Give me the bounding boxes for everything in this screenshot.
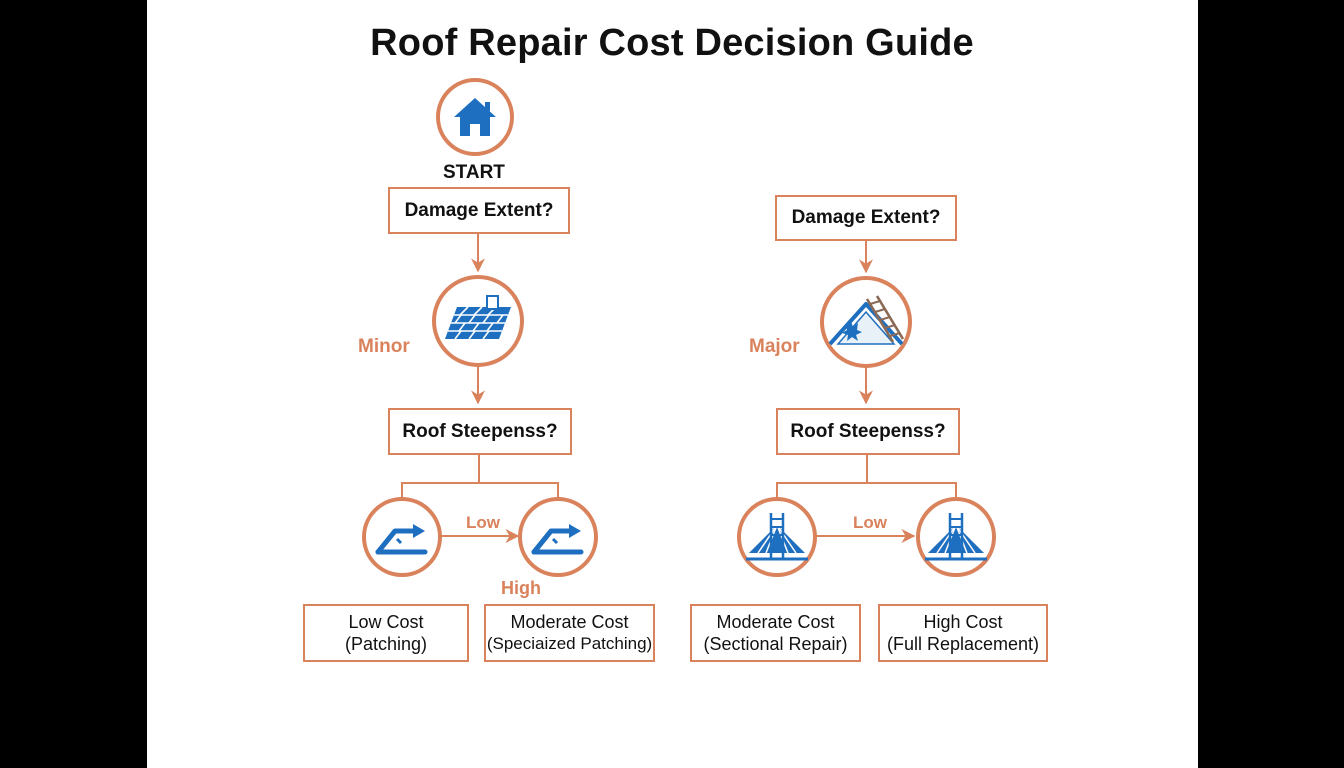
edge-left-q2-split-right	[479, 482, 559, 498]
outcome-title: High Cost	[923, 612, 1003, 632]
left-low-node	[362, 497, 442, 577]
outcome-detail: (Full Replacement)	[886, 634, 1040, 654]
roof-shingles-icon	[445, 295, 511, 340]
outcome-title: Moderate Cost	[510, 612, 629, 632]
left-high-label: High	[501, 578, 541, 598]
left-outcome-moderate-cost: Moderate Cost (Speciaized Patching)	[484, 604, 655, 662]
right-roof-steepness-label: Roof Steepenss?	[790, 420, 946, 442]
page-title: Roof Repair Cost Decision Guide	[370, 22, 974, 64]
outcome-title: Low Cost	[348, 612, 424, 632]
outcome-detail: (Patching)	[344, 634, 428, 654]
roof-ladder-icon	[746, 513, 808, 561]
edge-right-q2-split-right	[867, 482, 957, 498]
right-roof-steepness-box: Roof Steepenss?	[776, 408, 960, 455]
left-damage-extent-label: Damage Extent?	[404, 199, 554, 221]
right-outcome-high-cost: High Cost (Full Replacement)	[878, 604, 1048, 662]
major-node	[820, 276, 912, 368]
right-damage-extent-box: Damage Extent?	[775, 195, 957, 241]
edge-left-q2-split	[401, 455, 480, 498]
left-roof-steepness-box: Roof Steepenss?	[388, 408, 572, 455]
damaged-roof-ladder-icon	[828, 295, 905, 346]
left-outcome-low-cost: Low Cost (Patching)	[303, 604, 469, 662]
low-slope-roof-icon	[375, 524, 428, 555]
minor-node	[432, 275, 524, 367]
right-damage-extent-label: Damage Extent?	[791, 207, 941, 228]
left-damage-extent-box: Damage Extent?	[388, 187, 570, 234]
left-high-node	[518, 497, 598, 577]
major-branch-label: Major	[749, 336, 800, 357]
low-slope-roof-icon	[531, 524, 584, 555]
right-outcome-moderate-cost: Moderate Cost (Sectional Repair)	[690, 604, 861, 662]
minor-branch-label: Minor	[358, 336, 410, 357]
right-low-node	[737, 497, 817, 577]
left-low-arrow-label: Low	[466, 513, 500, 532]
roof-ladder-icon	[925, 513, 987, 561]
outcome-title: Moderate Cost	[716, 612, 835, 632]
start-label: START	[443, 162, 505, 183]
left-roof-steepness-label: Roof Steepenss?	[402, 420, 558, 442]
start-node	[436, 78, 514, 156]
house-icon	[454, 98, 496, 136]
right-low-arrow-label: Low	[853, 513, 887, 532]
right-high-node	[916, 497, 996, 577]
outcome-detail: (Speciaized Patching)	[486, 634, 653, 653]
edge-right-q2-split	[776, 455, 868, 498]
outcome-detail: (Sectional Repair)	[703, 634, 848, 654]
